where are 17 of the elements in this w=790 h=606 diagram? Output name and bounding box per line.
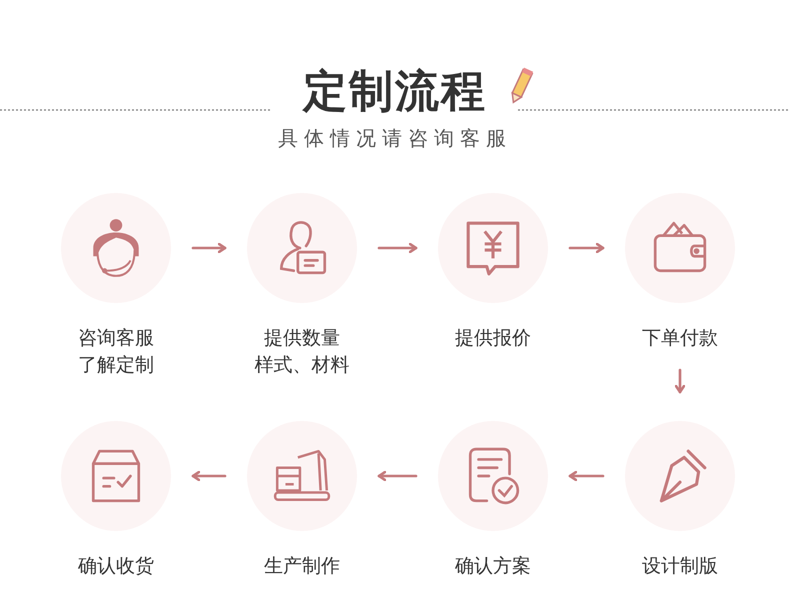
arrow bbox=[568, 470, 604, 482]
arrow bbox=[378, 242, 418, 254]
arrow bbox=[192, 470, 226, 482]
step-label: 设计制版 bbox=[641, 554, 719, 579]
step-label: 咨询客服了解定制 bbox=[77, 326, 155, 378]
arrow bbox=[674, 368, 686, 394]
step-label: 确认方案 bbox=[454, 554, 532, 579]
step-label: 提供数量样式、材料 bbox=[254, 326, 350, 378]
step-label: 生产制作 bbox=[263, 554, 341, 579]
title: 定制流程 bbox=[303, 66, 487, 117]
arrow bbox=[378, 470, 418, 482]
step-label: 确认收货 bbox=[77, 554, 155, 579]
subtitle: 具体情况请咨询客服 bbox=[277, 125, 513, 152]
arrow bbox=[192, 242, 226, 254]
step-label: 提供报价 bbox=[454, 326, 532, 351]
step-label: 下单付款 bbox=[641, 326, 719, 351]
arrow bbox=[568, 242, 604, 254]
